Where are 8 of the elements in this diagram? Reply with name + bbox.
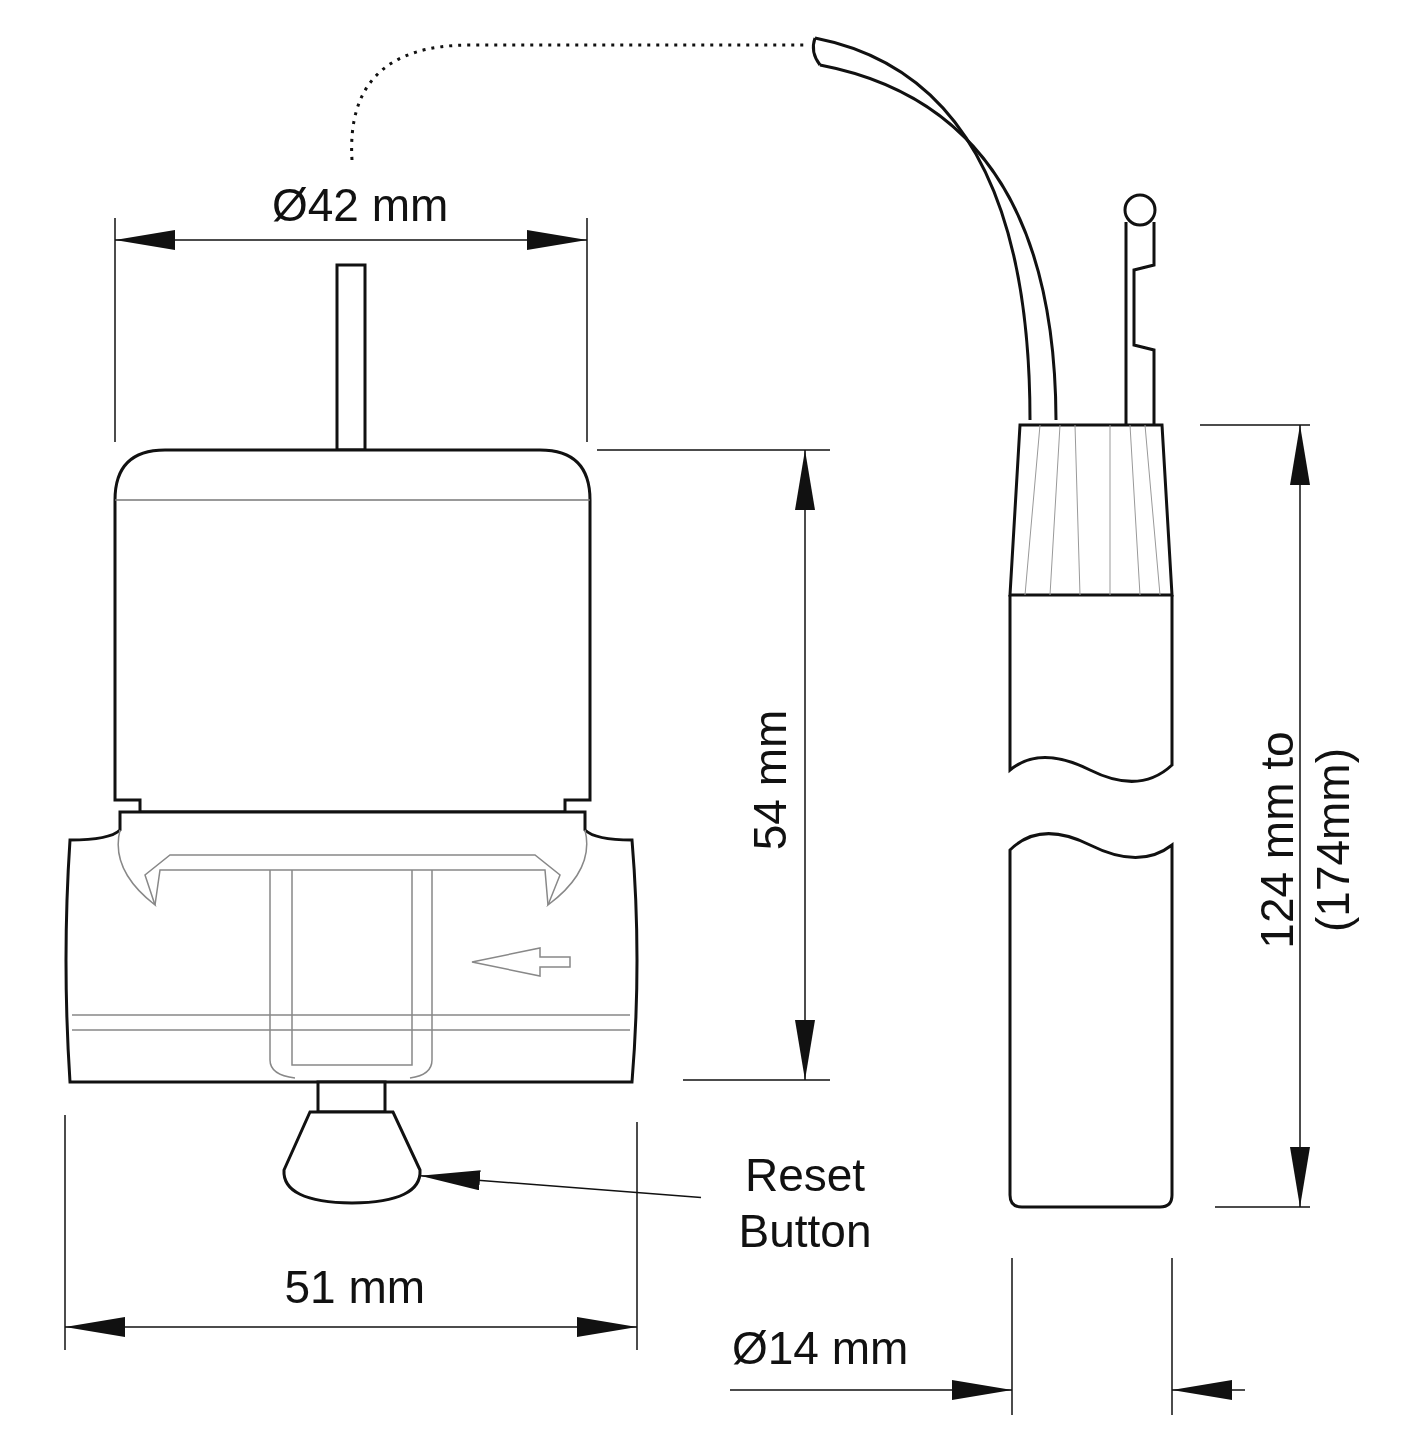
leader-line [419,1170,702,1199]
dimension-label: 124 mm to (174mm) [1250,730,1360,951]
reset-button [282,1110,422,1205]
dimension-label: Ø14 mm [732,1321,909,1376]
dimension-label: Ø42 mm [272,178,449,233]
dimension-label: 54 mm [742,709,797,851]
dimension-label: 51 mm [284,1260,426,1315]
callout-label: Reset Button [705,1147,905,1259]
